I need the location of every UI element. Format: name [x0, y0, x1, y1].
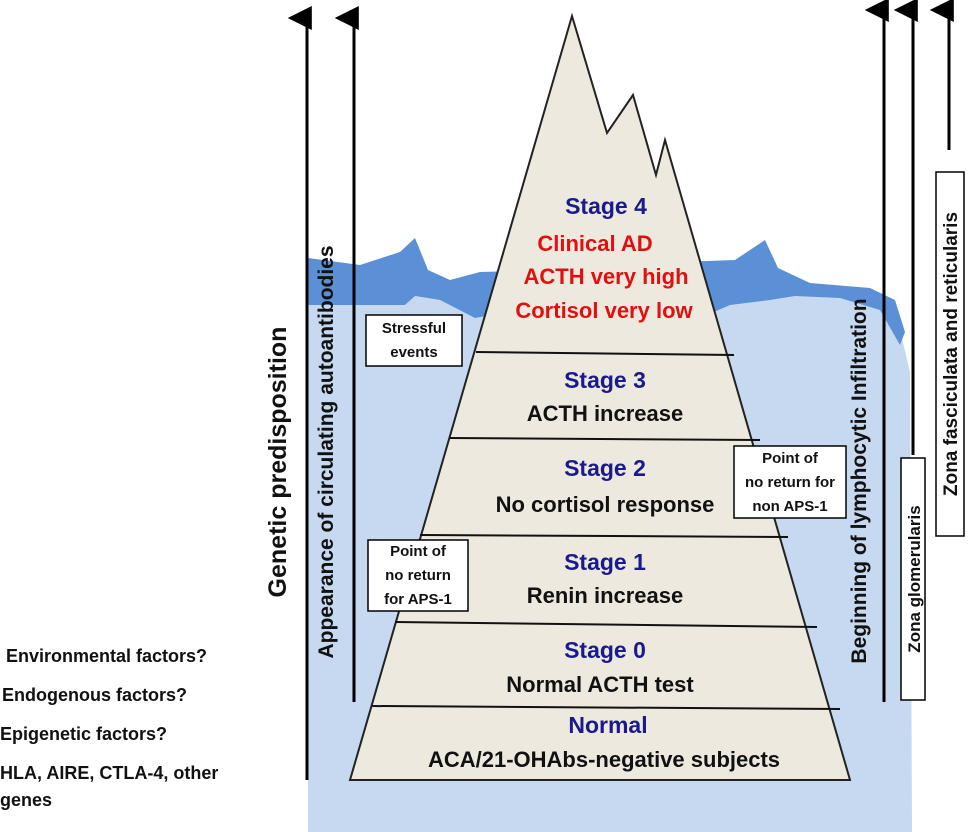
stage3-title: Stage 3 [564, 367, 646, 393]
zona-fasciculata-label: Zona fasciculata and reticularis [941, 212, 962, 496]
stage0-desc: Normal ACTH test [506, 672, 694, 697]
non-aps1-line-3: non APS-1 [752, 498, 827, 515]
stage4-title: Stage 4 [565, 193, 647, 219]
stage4-line-cortisol: Cortisol very low [515, 298, 693, 323]
factor-environmental: Environmental factors? [6, 646, 207, 666]
non-aps1-line-2: no return for [745, 474, 835, 491]
aps1-line-3: for APS-1 [384, 591, 452, 608]
divider-stage1 [419, 534, 789, 538]
zona-glomerularis-box: Zona glomerularis [900, 457, 926, 701]
zona-fasciculata-box: Zona fasciculata and reticularis [935, 171, 965, 537]
aps1-line-2: no return [385, 567, 451, 584]
stage4-line-clinical: Clinical AD [537, 231, 652, 256]
autoantibodies-label: Appearance of circulating autoantibodies [315, 245, 338, 658]
divider-normal [371, 705, 841, 710]
divider-stage0 [394, 621, 818, 628]
normal-desc: ACA/21-OHAbs-negative subjects [428, 747, 780, 772]
stage1-title: Stage 1 [564, 549, 646, 575]
aps1-line-1: Point of [390, 543, 447, 560]
stage2-desc: No cortisol response [496, 492, 715, 517]
lymphocytic-label: Beginning of lymphocytic Infiltration [848, 298, 871, 663]
factor-epigenetic: Epigenetic factors? [0, 724, 167, 744]
divider-stage3 [475, 351, 735, 356]
factor-endogenous: Endogenous factors? [2, 685, 187, 705]
divider-stage2 [449, 437, 761, 441]
no-return-non-aps1-box: Point of no return for non APS-1 [733, 445, 847, 519]
zona-glomerularis-label: Zona glomerularis [905, 505, 924, 652]
stressful-events-box: Stressful events [365, 314, 463, 367]
genetic-predisposition-label: Genetic predisposition [264, 327, 292, 598]
no-return-aps1-box: Point of no return for APS-1 [367, 539, 469, 612]
stage2-title: Stage 2 [564, 455, 646, 481]
iceberg-mountain [348, 12, 852, 781]
stage3-desc: ACTH increase [527, 401, 684, 426]
stressful-line-2: events [390, 344, 438, 361]
normal-title: Normal [568, 712, 647, 738]
non-aps1-line-1: Point of [762, 450, 819, 467]
factor-genes-line1: HLA, AIRE, CTLA-4, other [0, 763, 218, 783]
stressful-line-1: Stressful [382, 320, 446, 337]
stage1-desc: Renin increase [527, 583, 684, 608]
stage0-title: Stage 0 [564, 637, 646, 663]
stage4-line-acth: ACTH very high [523, 264, 688, 289]
factor-genes-line2: genes [0, 790, 52, 810]
